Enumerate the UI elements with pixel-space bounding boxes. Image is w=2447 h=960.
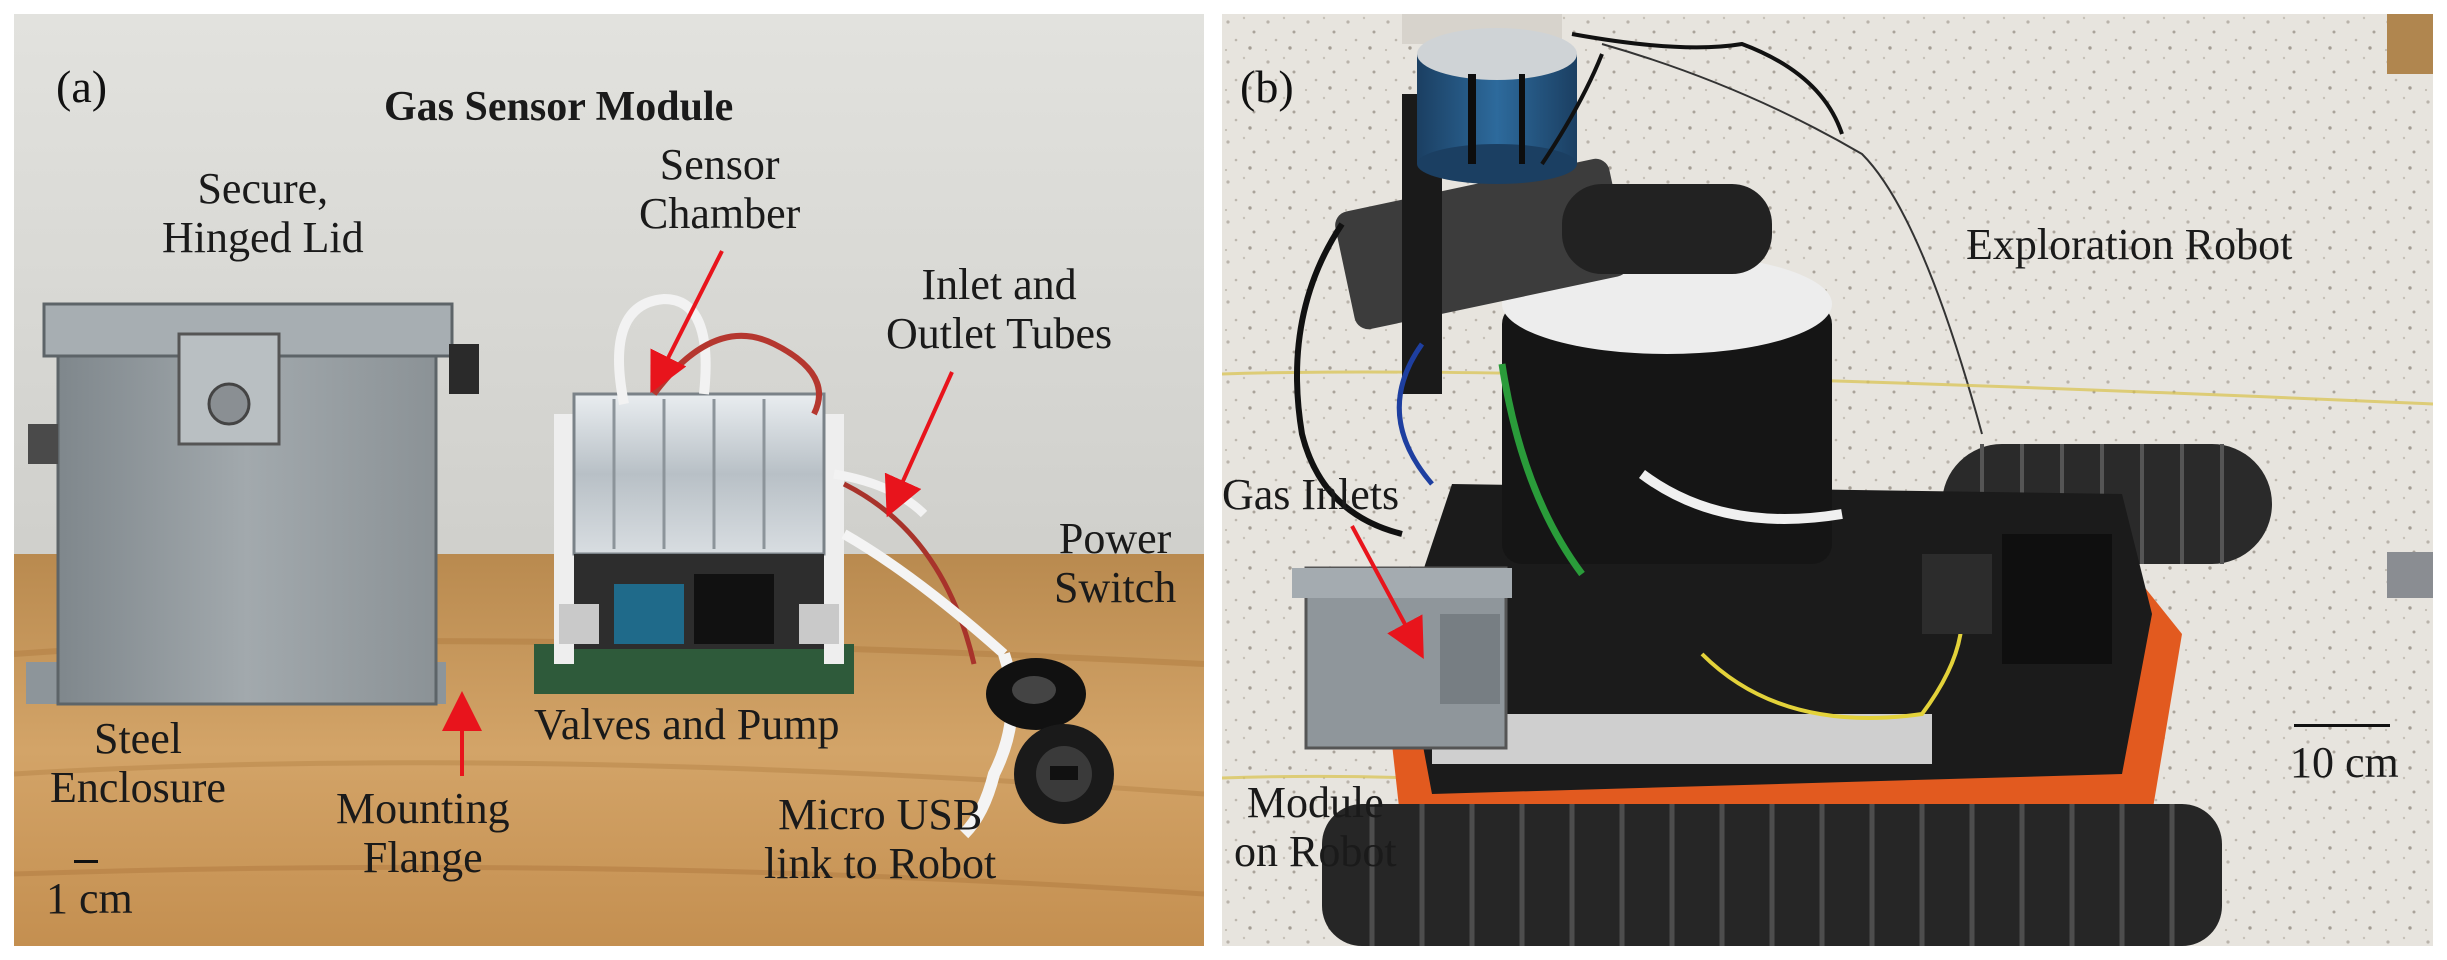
photo-panel-a: (a) Gas Sensor Module Secure, Hinged Lid… <box>14 14 1204 946</box>
module-title: Gas Sensor Module <box>384 84 734 130</box>
label-power-switch: Power Switch <box>1054 514 1177 613</box>
label-secure-lid: Secure, Hinged Lid <box>162 164 364 263</box>
photo-panel-b: (b) Exploration Robot Gas Inlets Module … <box>1222 14 2433 946</box>
label-steel-enclosure: Steel Enclosure <box>50 714 226 813</box>
label-gas-inlets: Gas Inlets <box>1222 470 1400 519</box>
label-sensor-chamber: Sensor Chamber <box>639 140 801 239</box>
scale-label-a: 1 cm <box>46 874 133 923</box>
label-inlet-outlet: Inlet and Outlet Tubes <box>886 260 1113 359</box>
exploration-robot-photo <box>1222 14 2433 946</box>
label-exploration-robot: Exploration Robot <box>1966 220 2293 269</box>
label-mounting-flange: Mounting Flange <box>336 784 510 883</box>
panel-label-b: (b) <box>1240 61 1294 112</box>
scale-bar-b <box>2294 724 2390 727</box>
panel-label-a: (a) <box>56 61 108 112</box>
label-valves-pump: Valves and Pump <box>534 700 840 749</box>
label-micro-usb: Micro USB link to Robot <box>764 790 997 889</box>
scale-bar-a <box>74 860 98 863</box>
scale-label-b: 10 cm <box>2290 738 2399 787</box>
gas-sensor-module-photo <box>14 14 1204 946</box>
label-module-on-robot: Module on Robot <box>1234 778 1397 877</box>
